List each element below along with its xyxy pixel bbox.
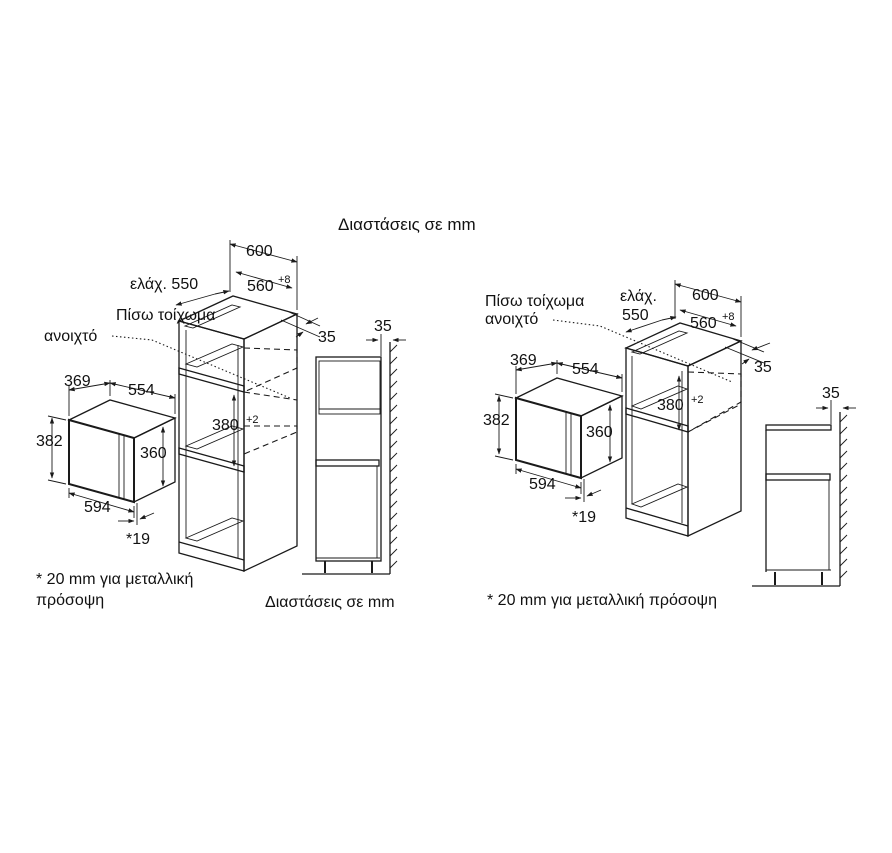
metal-front-note-left: * 20 mm για μεταλλική	[36, 571, 193, 588]
tall-cabinet-right: 600 ελάχ. 550 560 +8 35 380 +2	[552, 280, 772, 538]
dim-35-side-left: 35	[374, 318, 392, 335]
open-rear-wall-label-left: Πίσω τοίχωμα	[116, 307, 215, 324]
dim-360-right: 360	[586, 424, 613, 441]
metal-front-note-right: * 20 mm για μεταλλική πρόσοψη	[487, 592, 717, 609]
open-rear-wall-label-left-2: ανοιχτό	[44, 328, 97, 345]
dim-560-right: 560	[690, 315, 717, 332]
dim-min550-left: ελάχ. 550	[130, 276, 198, 293]
dim-600-right: 600	[692, 287, 719, 304]
side-elevation-left: 35	[302, 318, 406, 575]
dim-380-tol-left: +2	[246, 414, 259, 426]
dim-560-tol-left: +8	[278, 274, 291, 286]
dim-369-right: 369	[510, 352, 537, 369]
dim-380-left: 380	[212, 417, 239, 434]
dim-19-right: *19	[572, 509, 596, 526]
dimensions-caption-left: Διαστάσεις σε mm	[265, 594, 395, 611]
metal-front-note-left-2: πρόσοψη	[36, 592, 104, 609]
dim-35-top-left: 35	[318, 329, 336, 346]
open-rear-wall-label-right: Πίσω τοίχωμα	[485, 293, 584, 310]
dim-382-right: 382	[483, 412, 510, 429]
dim-35-side-right: 35	[822, 385, 840, 402]
side-elevation-right: 35	[752, 385, 856, 587]
dim-594-left: 594	[84, 499, 111, 516]
dim-19-left: *19	[126, 531, 150, 548]
dim-369-left: 369	[64, 373, 91, 390]
dim-560-tol-right: +8	[722, 311, 735, 323]
dim-35-top-right: 35	[754, 359, 772, 376]
dim-min-label-right: ελάχ.	[620, 288, 657, 305]
dim-594-right: 594	[529, 476, 556, 493]
diagram-title: Διαστάσεις σε mm	[338, 215, 476, 234]
dim-560-left: 560	[247, 278, 274, 295]
dim-min550-right: 550	[622, 307, 649, 324]
dim-554-left: 554	[128, 382, 155, 399]
dim-554-right: 554	[572, 361, 599, 378]
tall-cabinet-left: 600 ελάχ. 550 560 +8 35 380 +2	[111, 240, 336, 573]
dim-382-left: 382	[36, 433, 63, 450]
left-installation: 369 554 382 360 594 *19	[36, 240, 406, 611]
dim-380-tol-right: +2	[691, 394, 704, 406]
dim-600-left: 600	[246, 243, 273, 260]
right-installation: 369 554 382 360 594 *19	[483, 280, 856, 609]
dim-360-left: 360	[140, 445, 167, 462]
appliance-left: 369 554 382 360 594 *19	[36, 373, 177, 548]
open-rear-wall-label-right-2: ανοιχτό	[485, 311, 538, 328]
appliance-right: 369 554 382 360 594 *19	[483, 352, 624, 526]
dim-380-right: 380	[657, 397, 684, 414]
